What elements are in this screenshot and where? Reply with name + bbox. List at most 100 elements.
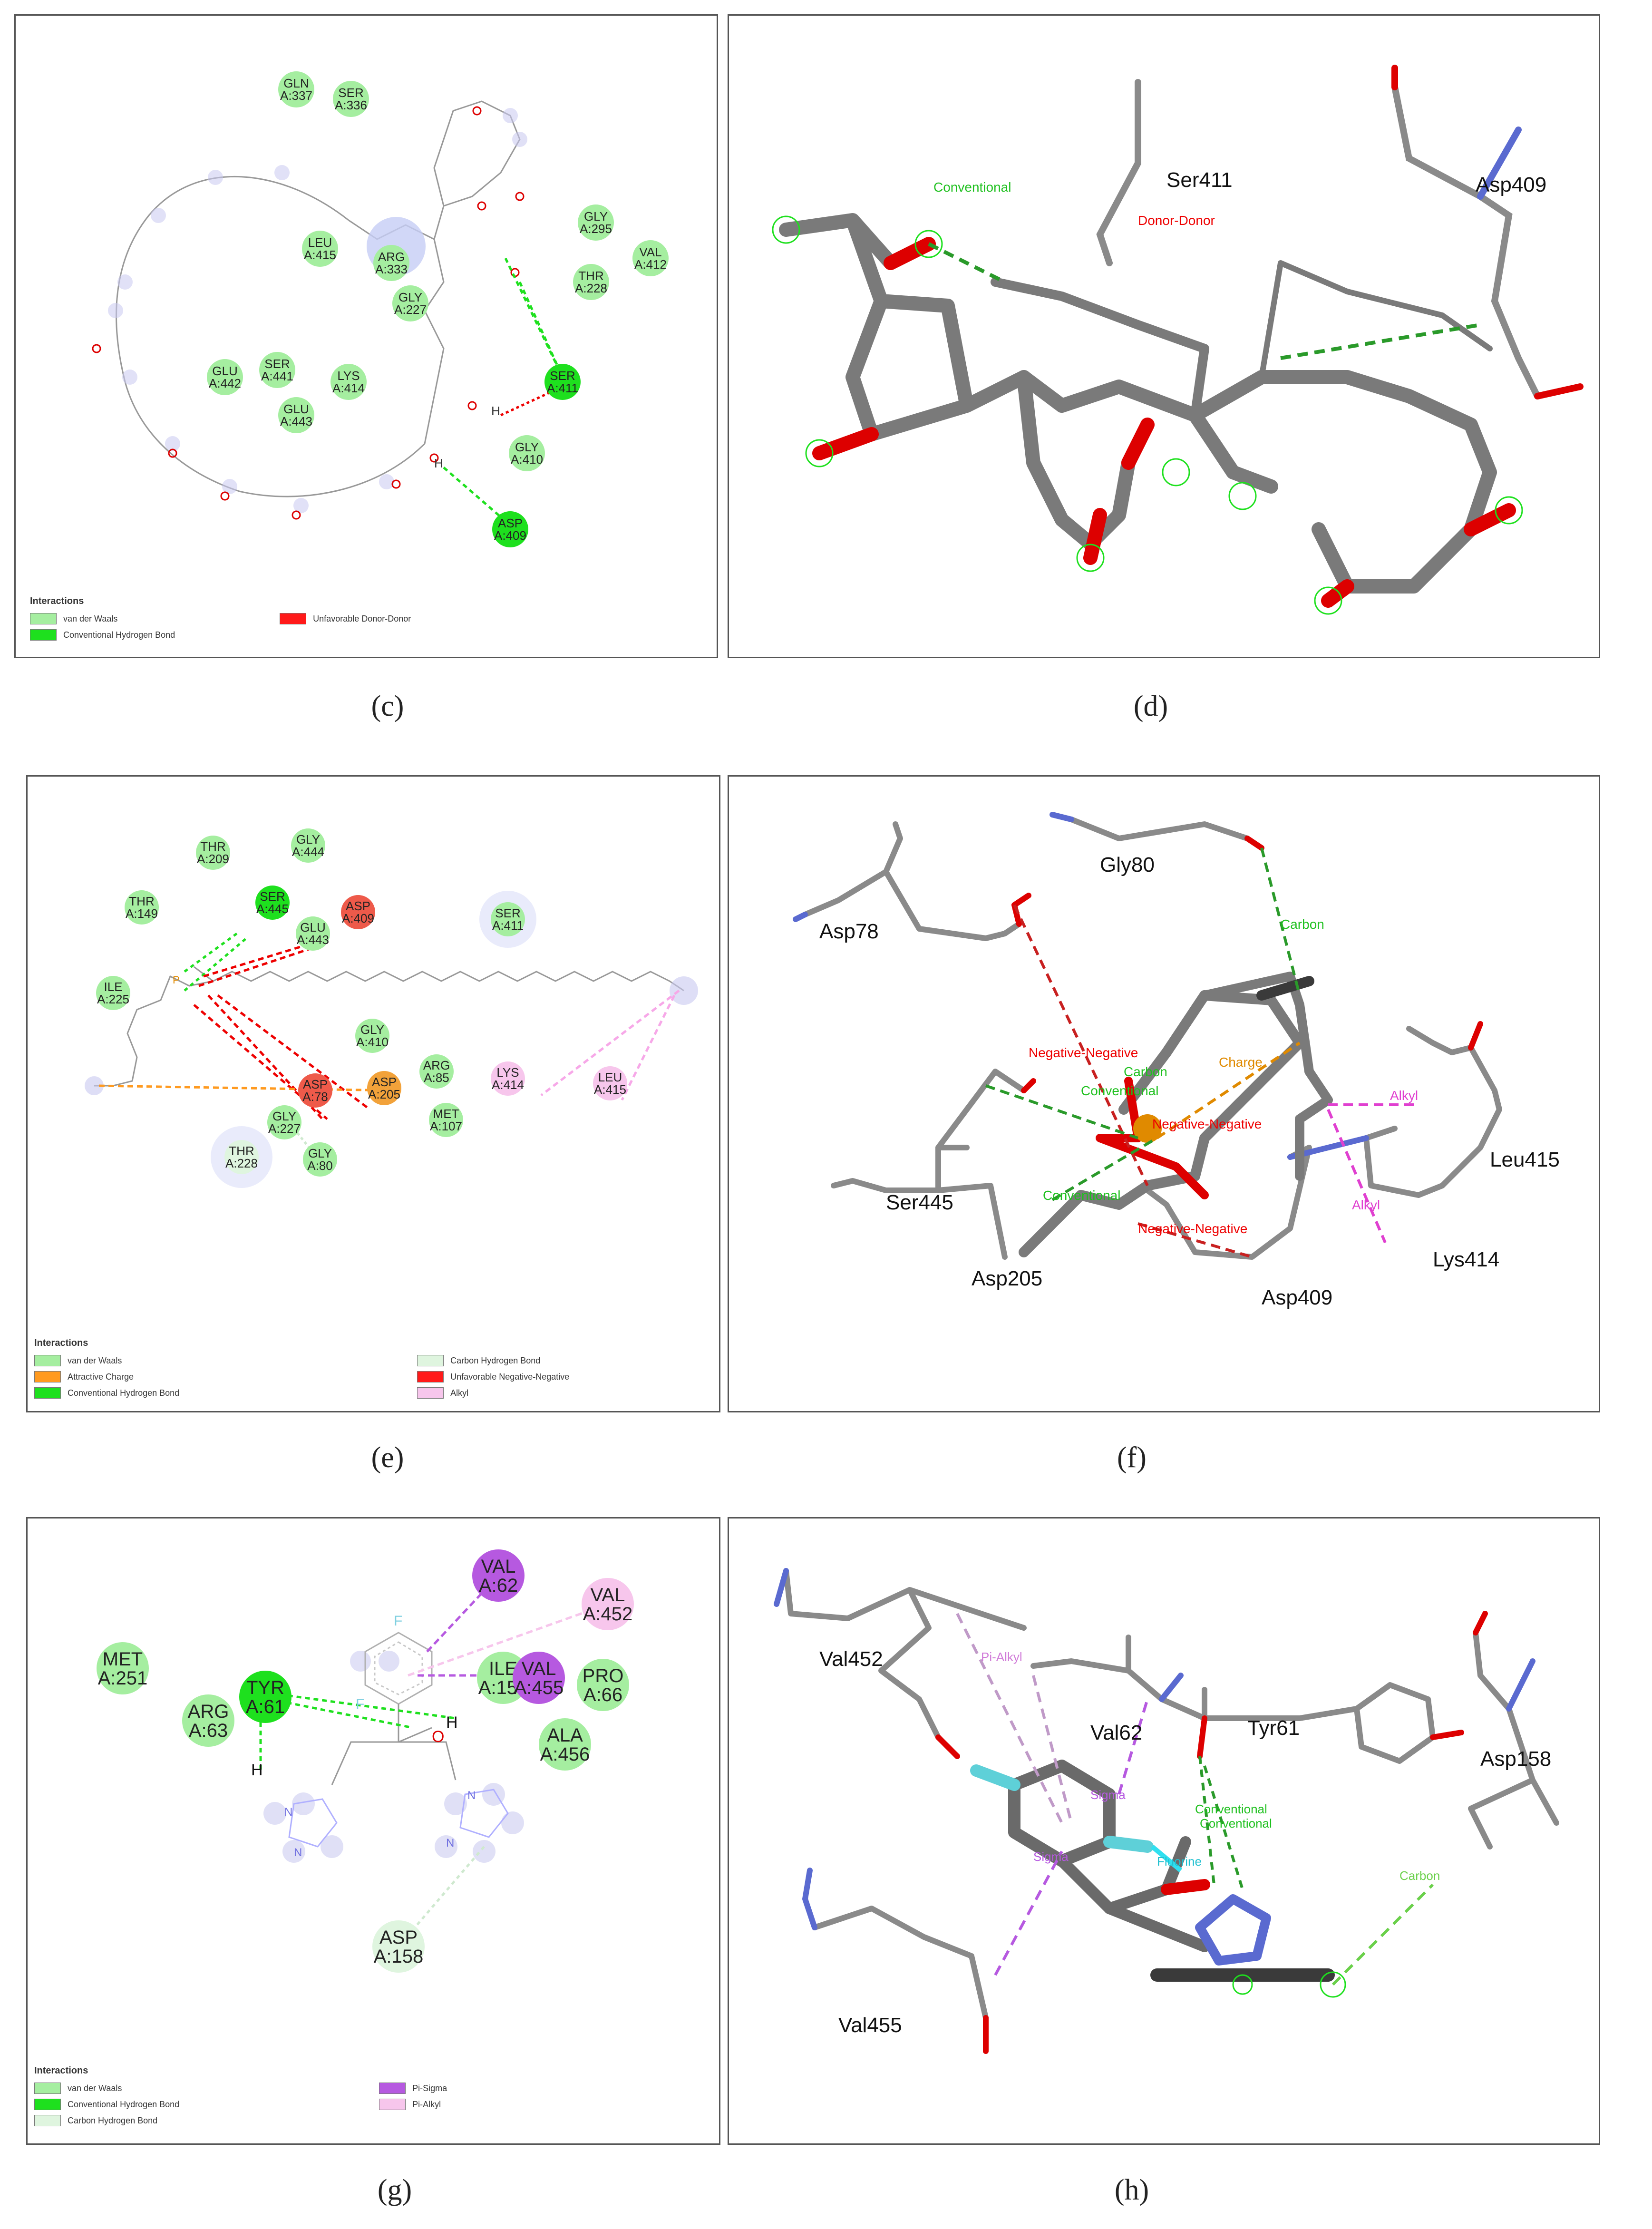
residue-ile-225-bubble <box>96 976 130 1010</box>
residue-label-tyr61: Tyr61 <box>1247 1716 1300 1740</box>
residue-gly-410-bubble <box>355 1019 389 1053</box>
legend-swatch <box>417 1371 444 1382</box>
residue-glu-442-bubble <box>207 359 243 395</box>
legend-swatch <box>280 613 307 624</box>
residue-number-label: A:414 <box>332 381 365 395</box>
residue-name-label: VAL <box>639 245 661 259</box>
residue-name-label: GLU <box>212 364 237 378</box>
interaction-label-alkyl: Alkyl <box>1390 1088 1418 1103</box>
residue-ser-411-bubble <box>544 364 581 400</box>
residue-number-label: A:443 <box>280 414 312 428</box>
interaction-lines <box>956 1613 1434 1986</box>
residue-label-val452: Val452 <box>819 1647 883 1671</box>
residue-number-label: A:411 <box>492 918 524 933</box>
residue-name-label: ASP <box>372 1075 397 1089</box>
residue-arg-63-bubble <box>182 1694 234 1747</box>
residue-name-label: ILE <box>104 980 122 994</box>
legend-swatch <box>30 629 57 641</box>
residue-pro-66-bubble <box>577 1659 629 1711</box>
residue-name-label: GLY <box>515 440 539 454</box>
interaction-label-donor-donor: Donor-Donor <box>1138 213 1215 228</box>
legend-swatch <box>34 2083 61 2094</box>
residue-val-455-bubble <box>513 1652 565 1704</box>
residue-lys-414-bubble <box>491 1061 525 1096</box>
residue-number-label: A:149 <box>126 906 158 921</box>
residue-name-label: MET <box>103 1649 143 1670</box>
residue-number-label: A:66 <box>583 1684 622 1705</box>
residue-name-label: GLY <box>296 832 320 847</box>
fluorine-atom-label: F <box>356 1696 364 1712</box>
legend-label: Conventional Hydrogen Bond <box>63 630 175 640</box>
residue-number-label: A:412 <box>634 257 667 272</box>
residue-arg-85-bubble <box>419 1054 454 1089</box>
interaction-lines <box>98 932 680 1153</box>
residue-number-label: A:228 <box>575 281 607 295</box>
interaction-label-carbon: Carbon <box>1124 1064 1167 1079</box>
legend-label: Alkyl <box>450 1388 469 1398</box>
legend-label: Carbon Hydrogen Bond <box>68 2115 158 2125</box>
residue-name-label: THR <box>229 1144 254 1158</box>
interaction-label-neg-neg: Negative-Negative <box>1029 1045 1138 1060</box>
residue-number-label: A:442 <box>209 376 241 390</box>
legend-swatch <box>30 613 57 624</box>
hydrogen-atom-label: H <box>251 1761 263 1779</box>
interaction-label-conventional: Conventional <box>1195 1802 1267 1816</box>
residue-number-label: A:61 <box>246 1696 285 1717</box>
interaction-label-pi-sigma: Sigma <box>1090 1788 1126 1802</box>
residue-number-label: A:456 <box>540 1744 590 1765</box>
residue-name-label: GLY <box>584 209 608 224</box>
residue-number-label: A:333 <box>375 262 408 276</box>
residue-number-label: A:414 <box>492 1078 524 1092</box>
residue-gln-337-bubble <box>278 71 314 107</box>
residue-ser-336-bubble <box>333 81 369 117</box>
legend-label: Conventional Hydrogen Bond <box>68 1388 180 1398</box>
residue-name-label: LYS <box>496 1065 519 1080</box>
legend-swatch <box>34 1355 61 1366</box>
panel-d-svg: Ser411 Asp409 Conventional Donor-Donor <box>772 65 1584 615</box>
residue-ser-445-bubble <box>255 886 290 920</box>
residue-number-label: A:225 <box>97 992 129 1006</box>
residue-label-leu415: Leu415 <box>1490 1148 1560 1171</box>
interaction-label-conventional: Conventional <box>1081 1083 1158 1098</box>
residue-name-label: GLY <box>360 1022 384 1037</box>
legend-swatch <box>379 2083 406 2094</box>
residue-thr-149-bubble <box>125 890 159 925</box>
residue-label-asp205: Asp205 <box>972 1267 1042 1290</box>
residue-name-label: GLU <box>283 402 309 416</box>
legend-label: van der Waals <box>68 2083 122 2093</box>
legend-title: Interactions <box>34 2065 88 2076</box>
residue-name-label: MET <box>433 1107 459 1121</box>
ligand-chain <box>94 966 684 1087</box>
oxygen-atom-label: O <box>432 1728 444 1746</box>
hbond-line <box>504 257 564 378</box>
residue-thr-228-bubble <box>573 264 609 300</box>
legend-swatch <box>379 2099 406 2110</box>
residue-val-452-bubble <box>582 1578 634 1630</box>
residue-label-ser411: Ser411 <box>1166 168 1233 192</box>
residue-name-label: PRO <box>583 1665 624 1686</box>
residue-thr-228-bubble <box>224 1140 259 1174</box>
ligand-sticks <box>779 213 1516 608</box>
legend-swatch <box>417 1355 444 1366</box>
interaction-label-neg-neg: Negative-Negative <box>1138 1221 1247 1236</box>
nitrogen-atom-label: N <box>294 1846 302 1859</box>
residue-number-label: A:410 <box>356 1035 389 1049</box>
interaction-lines <box>985 847 1414 1258</box>
residue-number-label: A:409 <box>494 528 526 543</box>
nitrogen-atom-label: N <box>284 1806 292 1819</box>
residue-tyr-61-bubble <box>239 1671 292 1723</box>
residue-name-label: ASP <box>346 899 370 913</box>
residue-name-label: SER <box>550 369 575 383</box>
caption-e: (e) <box>371 1441 404 1474</box>
caption-d: (d) <box>1133 690 1168 722</box>
residue-name-label: ASP <box>303 1077 328 1091</box>
residue-leu-415-bubble <box>593 1066 627 1100</box>
residue-arg-333-bubble <box>373 245 409 281</box>
residue-label-gly80: Gly80 <box>1100 853 1155 876</box>
residue-name-label: ARG <box>423 1058 450 1072</box>
residue-asp-409-bubble <box>341 895 375 929</box>
legend-label: Attractive Charge <box>68 1372 134 1382</box>
